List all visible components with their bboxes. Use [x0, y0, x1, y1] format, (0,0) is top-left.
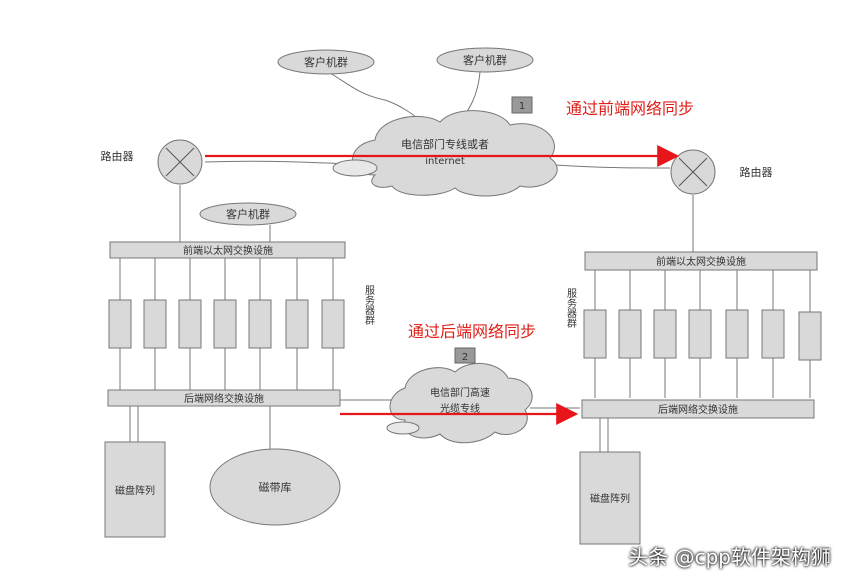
back-switch-right: 后端网络交换设施: [581, 399, 815, 419]
client-cluster-top-right: 客户机群: [436, 47, 534, 73]
cloud-bottom: 电信部门高速 光缆专线: [386, 362, 533, 444]
client-cluster-mid: 客户机群: [199, 202, 297, 226]
front-switch-left-label: 前端以太网交换设施: [183, 244, 273, 257]
badge-1: 1: [511, 96, 533, 114]
client-label: 客户机群: [304, 55, 348, 69]
badge-2: 2: [454, 347, 476, 364]
router-left: 路由器: [101, 139, 203, 185]
tape-library: 磁带库: [209, 448, 341, 526]
back-switch-left: 后端网络交换设施: [107, 389, 341, 407]
client-cluster-top-left: 客户机群: [277, 49, 375, 75]
server-group-left: [108, 258, 345, 390]
front-switch-left: 前端以太网交换设施: [109, 241, 346, 259]
client-label: 客户机群: [226, 207, 270, 221]
connection-lines: [129, 71, 694, 455]
disk-left-label: 磁盘阵列: [115, 484, 155, 497]
router-left-label: 路由器: [101, 149, 134, 163]
front-sync-label: 通过前端网络同步: [566, 99, 695, 118]
server-group-right: [583, 270, 822, 398]
tape-label: 磁带库: [259, 481, 292, 494]
server-group-left-label: 服务器群: [363, 285, 375, 326]
back-switch-left-label: 后端网络交换设施: [184, 392, 264, 405]
badge-2-label: 2: [462, 352, 468, 363]
watermark: 头条 @cpp软件架构狮: [628, 545, 831, 569]
cloud-top-sublabel: internet: [425, 156, 465, 167]
back-switch-right-label: 后端网络交换设施: [658, 403, 738, 416]
disk-array-right: 磁盘阵列: [579, 451, 641, 545]
router-right-label: 路由器: [740, 165, 773, 179]
back-sync-label: 通过后端网络同步: [408, 322, 537, 341]
server-group-right-label: 服务器群: [565, 288, 577, 329]
badge-1-label: 1: [519, 101, 525, 112]
cloud-bottom-sublabel: 光缆专线: [440, 402, 480, 415]
disk-array-left: 磁盘阵列: [104, 441, 166, 538]
cloud-top: 电信部门专线或者 internet: [332, 110, 558, 197]
disk-right-label: 磁盘阵列: [590, 492, 630, 505]
front-switch-right: 前端以太网交换设施: [584, 251, 818, 271]
cloud-top-label: 电信部门专线或者: [401, 137, 489, 151]
front-switch-right-label: 前端以太网交换设施: [656, 255, 746, 268]
router-right: 路由器: [670, 149, 773, 195]
cloud-bottom-label: 电信部门高速: [430, 386, 490, 399]
client-label: 客户机群: [463, 53, 507, 67]
